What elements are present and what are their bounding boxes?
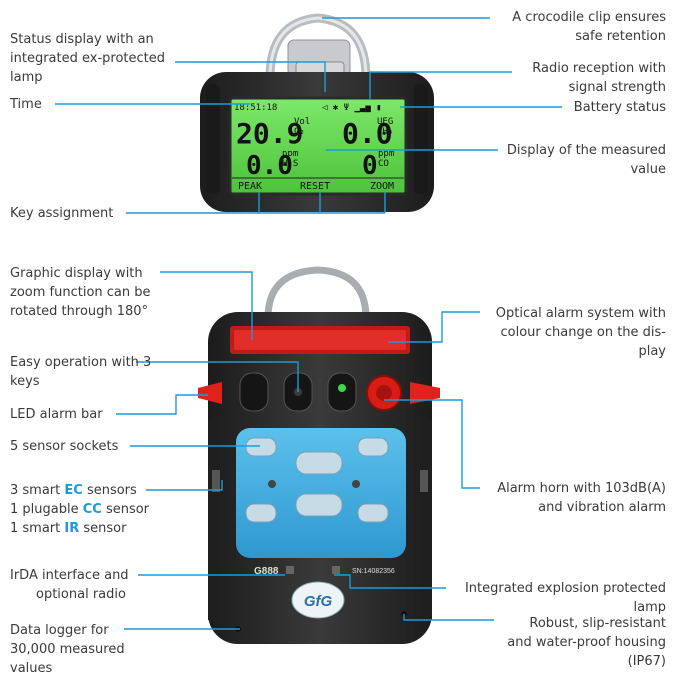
lcd-o2-value: 20.9	[236, 117, 303, 150]
lcd-h2s-value: 0.0	[246, 151, 293, 181]
sensor-panel	[236, 428, 406, 558]
bottom-device: G888 SN:14082356 GfG	[198, 266, 440, 644]
sensor-socket-2	[295, 451, 343, 475]
status-led	[338, 384, 346, 392]
svg-text:Vol: Vol	[294, 117, 310, 127]
model-label: G888	[254, 566, 279, 577]
softkey-zoom: ZOOM	[370, 181, 394, 192]
sensor-socket-1	[245, 437, 277, 457]
label-sensor-sockets: 5 sensor sockets	[10, 439, 119, 454]
svg-text:H₂S: H₂S	[282, 159, 298, 169]
svg-text:ppm: ppm	[282, 149, 298, 159]
gfg-logo	[291, 581, 345, 619]
led-alarm-bar-right	[410, 382, 440, 404]
svg-text:O₂: O₂	[294, 127, 305, 137]
svg-text:◁ ✱ Ψ ▁▃▅ ▮: ◁ ✱ Ψ ▁▃▅ ▮	[322, 103, 382, 113]
lcd-time: 18:51:18	[234, 103, 277, 113]
sensor-socket-3	[357, 437, 389, 457]
led-alarm-bar-left	[198, 382, 222, 404]
svg-text:ppm: ppm	[378, 149, 394, 159]
serial-label: SN:14082356	[352, 568, 395, 575]
svg-text:CO: CO	[378, 159, 389, 169]
lcd-screen	[228, 96, 408, 196]
lcd-ch4-value: 0.0	[342, 117, 393, 150]
softkey-reset: RESET	[300, 181, 330, 192]
sensor-socket-4	[245, 503, 277, 523]
label-smart-sensors: 3 smart EC sensors 1 plugable CC sensor …	[10, 483, 150, 536]
svg-text:UEG: UEG	[377, 117, 393, 127]
label-key-assignment: Key assignment	[10, 206, 114, 221]
svg-text:GfG: GfG	[304, 593, 333, 610]
key-left	[239, 372, 269, 412]
svg-text:CH₄: CH₄	[377, 127, 393, 137]
sensor-socket-5	[295, 493, 343, 517]
label-led-alarm-bar: LED alarm bar	[10, 407, 103, 422]
top-device: 18:51:18 ◁ ✱ Ψ ▁▃▅ ▮ 20.9 Vol O₂ 0.0 UEG…	[200, 13, 434, 212]
leader-lines	[55, 17, 562, 630]
label-time: Time	[10, 97, 42, 112]
label-battery-status: Battery status	[573, 100, 666, 115]
label-alarm-horn: Alarm horn with 103dB(A)and vibration al…	[497, 481, 666, 515]
softkey-peak: PEAK	[238, 181, 262, 192]
lcd-co-value: 0	[362, 151, 378, 181]
